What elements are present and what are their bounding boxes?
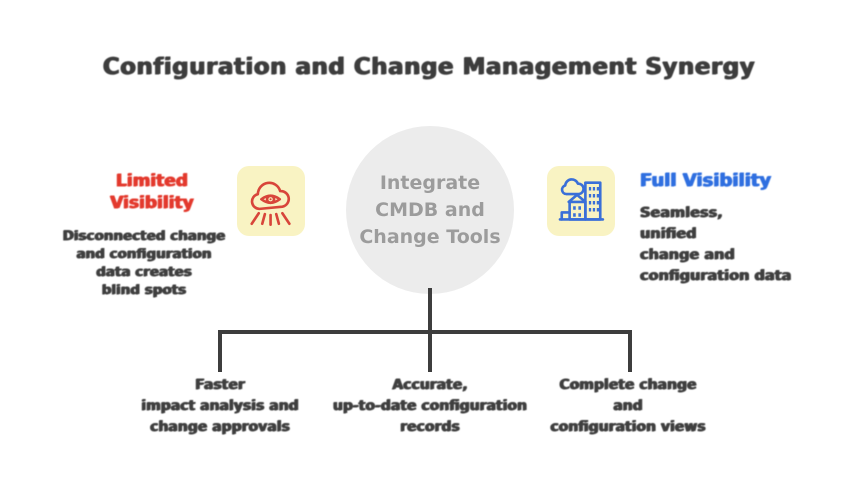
limited-description-line: and configuration (76, 246, 212, 262)
central-node: Integrate CMDB and Change Tools (346, 126, 514, 294)
outcome-line: up-to-date configuration (332, 398, 528, 414)
limited-visibility-icon-card (237, 166, 305, 236)
connector-stub-middle (428, 330, 432, 372)
central-node-line: Integrate (379, 171, 481, 194)
central-node-line: Change Tools (359, 225, 501, 248)
central-node-line: CMDB and (375, 198, 485, 221)
limited-visibility-label: Limited Visibility (88, 170, 216, 214)
outcome-line: and (613, 398, 643, 414)
full-visibility-icon-card (547, 166, 615, 236)
outcome-block-left: Faster impact analysis and change approv… (120, 375, 320, 438)
full-description-line: configuration data (640, 268, 792, 284)
outcome-line: change approvals (150, 419, 290, 435)
outcome-line: Complete change (559, 377, 697, 393)
eye-cloud-icon (243, 173, 299, 229)
limited-visibility-label-line1: Limited (115, 171, 189, 191)
outcome-line: impact analysis and (141, 398, 299, 414)
diagram-title: Configuration and Change Management Syne… (102, 54, 756, 80)
full-visibility-label: Full Visibility (640, 170, 772, 191)
limited-description-line: Disconnected change (62, 228, 226, 244)
city-buildings-icon (553, 173, 609, 229)
central-node-text: Integrate CMDB and Change Tools (359, 170, 500, 251)
full-description-line: Seamless, (640, 205, 723, 221)
limited-description-line: blind spots (101, 282, 187, 298)
outcome-line: records (400, 419, 460, 435)
full-description-line: change and (640, 247, 735, 263)
connector-vertical-line (428, 288, 432, 334)
outcome-line: Faster (195, 377, 245, 393)
limited-visibility-description: Disconnected change and configuration da… (55, 227, 233, 299)
full-description-line: unified (640, 226, 697, 242)
connector-stub-right (628, 330, 632, 372)
connector-stub-left (218, 330, 222, 372)
outcome-block-right: Complete change and configuration views (528, 375, 728, 438)
limited-visibility-label-line2: Visibility (110, 193, 194, 213)
full-visibility-description: Seamless, unified change and configurati… (640, 203, 805, 287)
outcome-line: configuration views (550, 419, 706, 435)
limited-description-line: data creates (96, 264, 192, 280)
connector-horizontal-line (218, 330, 632, 334)
outcome-line: Accurate, (392, 377, 468, 393)
outcome-block-middle: Accurate, up-to-date configuration recor… (330, 375, 530, 438)
